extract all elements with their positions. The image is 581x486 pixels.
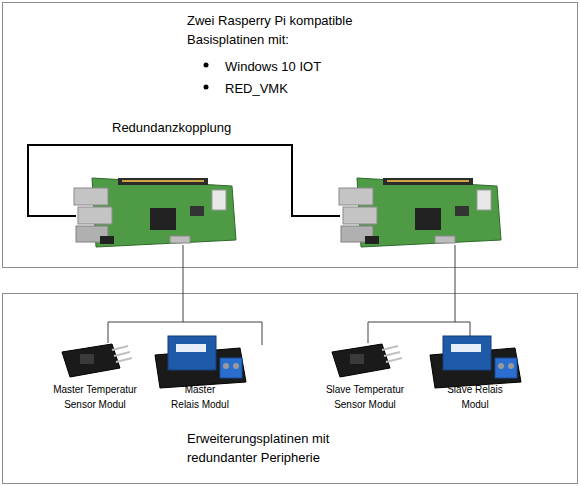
module-caption: Slave Temperatur Sensor Modul bbox=[315, 383, 415, 412]
wire bbox=[108, 322, 109, 343]
link-label: Redundanzkopplung bbox=[112, 119, 282, 138]
wire bbox=[455, 245, 456, 322]
relay-module: Slave Relais Modul bbox=[425, 333, 525, 413]
wire bbox=[108, 322, 262, 323]
bullet-item: Windows 10 IOT bbox=[225, 58, 425, 77]
raspberry-pi-slave bbox=[339, 178, 501, 247]
bullet-dot bbox=[204, 85, 209, 90]
raspberry-pi-master bbox=[74, 178, 236, 247]
wire bbox=[262, 322, 263, 345]
wire bbox=[368, 322, 470, 323]
redundancy-link bbox=[28, 145, 340, 216]
module-caption: Master Temperatur Sensor Modul bbox=[45, 383, 145, 412]
master-temperature-sensor bbox=[62, 344, 132, 377]
peripheral-wires bbox=[108, 245, 470, 345]
module-caption: Slave Relais Modul bbox=[445, 383, 505, 412]
wire bbox=[368, 322, 369, 343]
bullet-dot bbox=[204, 63, 209, 68]
master-relay bbox=[155, 336, 246, 388]
peripheral-group-box: Erweiterungsplatinen mit redundanter Per… bbox=[2, 293, 578, 484]
wire bbox=[183, 245, 184, 322]
group-heading: Zwei Rasperry Pi kompatible Basisplatine… bbox=[187, 12, 387, 50]
relay-module: Master Relais Modul bbox=[150, 333, 250, 413]
sensor-module: Master Temperatur Sensor Modul bbox=[45, 333, 145, 413]
bullet-item: RED_VMK bbox=[225, 80, 425, 99]
group-heading: Erweiterungsplatinen mit redundanter Per… bbox=[187, 430, 352, 468]
slave-relay bbox=[430, 336, 521, 388]
slave-temperature-sensor bbox=[332, 344, 402, 377]
platform-group-box: Zwei Rasperry Pi kompatible Basisplatine… bbox=[2, 2, 578, 268]
sensor-module: Slave Temperatur Sensor Modul bbox=[315, 333, 415, 413]
module-caption: Master Relais Modul bbox=[170, 383, 230, 412]
wire bbox=[470, 322, 471, 340]
